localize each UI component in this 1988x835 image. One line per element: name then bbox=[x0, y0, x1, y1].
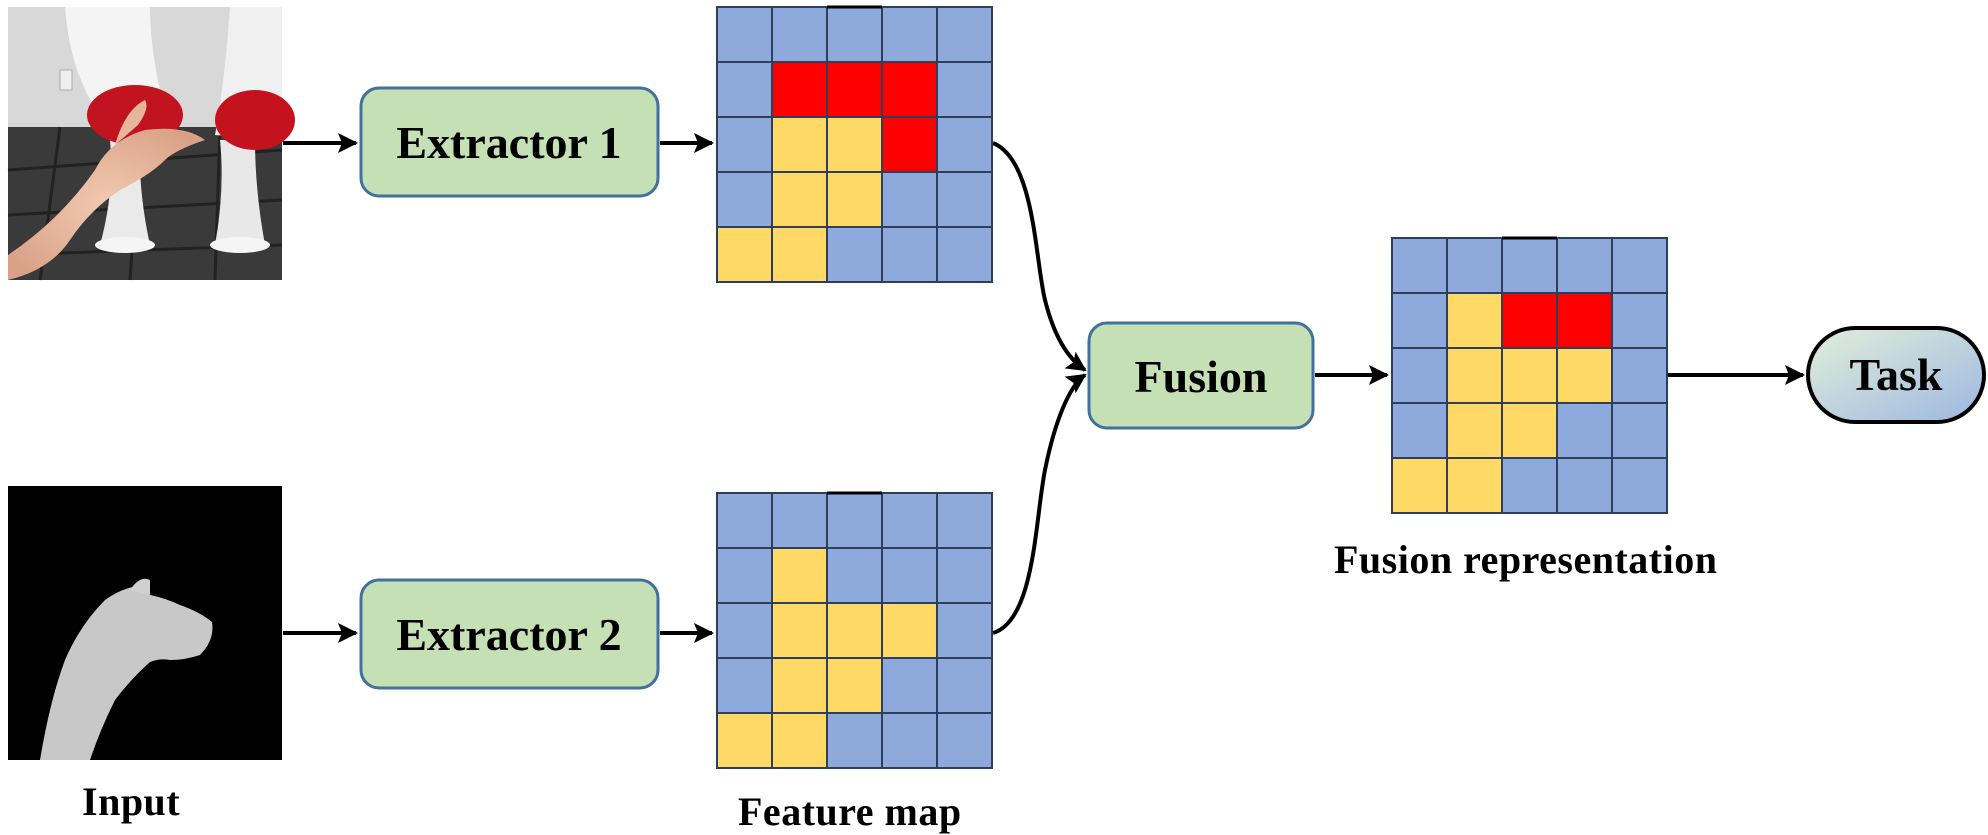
grid-cell bbox=[881, 61, 938, 118]
grid-cell bbox=[826, 492, 883, 549]
grid-cell bbox=[1391, 237, 1448, 294]
input-caption: Input bbox=[82, 779, 181, 824]
grid-cell bbox=[826, 116, 883, 173]
grid-cell bbox=[771, 492, 828, 549]
grid-cell bbox=[826, 657, 883, 714]
grid-cell bbox=[881, 6, 938, 63]
grid-cell bbox=[716, 492, 773, 549]
grid-cell bbox=[716, 602, 773, 659]
grid-cell bbox=[936, 171, 993, 228]
grid-cell bbox=[936, 6, 993, 63]
grid-cell bbox=[1501, 347, 1558, 404]
grid-cell bbox=[1611, 292, 1668, 349]
grid-cell bbox=[1501, 402, 1558, 459]
grid-cell bbox=[716, 171, 773, 228]
grid-cell bbox=[1611, 237, 1668, 294]
grid-cell bbox=[881, 712, 938, 769]
grid-cell bbox=[771, 116, 828, 173]
grid-cell bbox=[936, 547, 993, 604]
grid-cell bbox=[771, 657, 828, 714]
grid-cell bbox=[1446, 347, 1503, 404]
grid-cell bbox=[771, 6, 828, 63]
grid-cell bbox=[826, 61, 883, 118]
grid-cell bbox=[1611, 402, 1668, 459]
grid-cell bbox=[1556, 347, 1613, 404]
grid-cell bbox=[936, 492, 993, 549]
grid-cell bbox=[826, 226, 883, 283]
rgb-input-image bbox=[7, 7, 295, 281]
grid-cell bbox=[826, 602, 883, 659]
grid-cell bbox=[881, 602, 938, 659]
grid-cell bbox=[936, 712, 993, 769]
grid-cell bbox=[881, 657, 938, 714]
grid-cell bbox=[881, 226, 938, 283]
grid-cell bbox=[771, 61, 828, 118]
feature-map-1-grid bbox=[716, 5, 993, 283]
grid-cell bbox=[1611, 457, 1668, 514]
grid-cell bbox=[1391, 292, 1448, 349]
grid-cell bbox=[771, 712, 828, 769]
extractor-1-label: Extractor 1 bbox=[396, 117, 621, 168]
grid-cell bbox=[1556, 402, 1613, 459]
grid-cell bbox=[771, 547, 828, 604]
grid-cell bbox=[771, 171, 828, 228]
grid-cell bbox=[716, 226, 773, 283]
grid-cell bbox=[826, 171, 883, 228]
grid-cell bbox=[771, 602, 828, 659]
grid-cell bbox=[826, 547, 883, 604]
grid-cell bbox=[1446, 402, 1503, 459]
grid-cell bbox=[716, 6, 773, 63]
depth-input-image bbox=[8, 486, 282, 760]
grid-cell bbox=[1446, 237, 1503, 294]
fusion-label: Fusion bbox=[1135, 351, 1268, 402]
grid-cell bbox=[1446, 292, 1503, 349]
grid-cell bbox=[1391, 347, 1448, 404]
grid-cell bbox=[881, 171, 938, 228]
grid-cell bbox=[826, 712, 883, 769]
grid-cell bbox=[1556, 292, 1613, 349]
fusion-box: Fusion bbox=[1087, 321, 1315, 430]
grid-cell bbox=[1556, 237, 1613, 294]
grid-cell bbox=[1501, 457, 1558, 514]
grid-cell bbox=[1391, 457, 1448, 514]
grid-cell bbox=[1611, 347, 1668, 404]
task-node: Task bbox=[1806, 326, 1986, 424]
extractor-1-box: Extractor 1 bbox=[359, 86, 660, 198]
arrow-featuremap1-to-fusion bbox=[992, 141, 1087, 372]
grid-cell bbox=[1501, 292, 1558, 349]
grid-cell bbox=[936, 657, 993, 714]
grid-cell bbox=[1501, 237, 1558, 294]
grid-cell bbox=[936, 116, 993, 173]
grid-cell bbox=[881, 547, 938, 604]
grid-cell bbox=[826, 6, 883, 63]
grid-cell bbox=[936, 602, 993, 659]
feature-map-caption: Feature map bbox=[738, 789, 962, 834]
feature-map-2-grid bbox=[716, 491, 993, 769]
arrow-featuremap2-to-fusion bbox=[992, 373, 1087, 635]
grid-cell bbox=[936, 226, 993, 283]
fusion-representation-caption: Fusion representation bbox=[1334, 537, 1718, 582]
grid-cell bbox=[716, 116, 773, 173]
extractor-2-box: Extractor 2 bbox=[359, 578, 660, 690]
grid-cell bbox=[716, 657, 773, 714]
grid-cell bbox=[936, 61, 993, 118]
extractor-2-label: Extractor 2 bbox=[396, 609, 621, 660]
grid-cell bbox=[716, 547, 773, 604]
task-label: Task bbox=[1850, 349, 1943, 400]
grid-cell bbox=[1446, 457, 1503, 514]
grid-cell bbox=[716, 712, 773, 769]
grid-cell bbox=[771, 226, 828, 283]
grid-cell bbox=[881, 492, 938, 549]
grid-cell bbox=[1391, 402, 1448, 459]
fusion-representation-grid bbox=[1391, 236, 1668, 514]
grid-cell bbox=[881, 116, 938, 173]
grid-cell bbox=[1556, 457, 1613, 514]
grid-cell bbox=[716, 61, 773, 118]
